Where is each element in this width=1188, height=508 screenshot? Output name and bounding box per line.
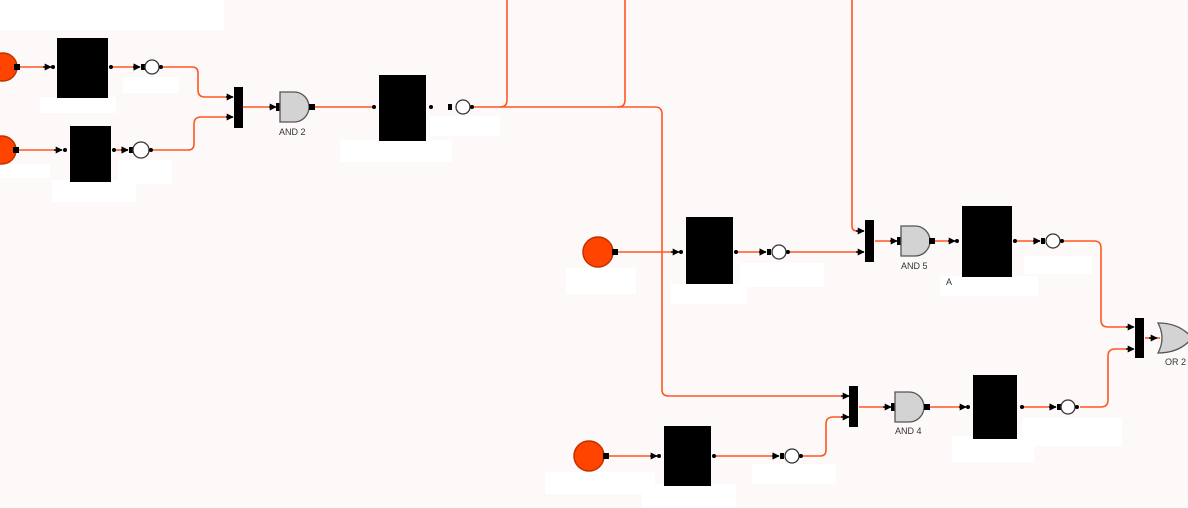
label-panel xyxy=(40,97,116,113)
probe[interactable] xyxy=(759,244,790,260)
wire[interactable] xyxy=(802,416,849,457)
probe[interactable] xyxy=(1049,399,1079,415)
component-block[interactable] xyxy=(664,426,711,486)
label-panel xyxy=(940,276,1038,296)
gate-label: AND 5 xyxy=(901,261,928,271)
port-dot xyxy=(63,148,67,152)
label-panel xyxy=(1024,256,1092,274)
label-panel xyxy=(545,472,655,494)
buses xyxy=(234,87,1144,427)
component-block[interactable] xyxy=(973,375,1017,439)
port-dot xyxy=(712,454,716,458)
label-panel xyxy=(430,116,500,136)
port-dot xyxy=(112,148,116,152)
wire[interactable] xyxy=(617,0,626,108)
port-dots xyxy=(51,65,1024,458)
wire[interactable] xyxy=(153,116,233,151)
probes xyxy=(121,59,1079,464)
gate-or2[interactable]: OR 2 xyxy=(1156,322,1188,367)
bus-bar[interactable] xyxy=(849,386,858,427)
gate-and4[interactable]: AND 4 xyxy=(891,391,930,436)
probe[interactable] xyxy=(121,141,153,159)
input-node-port xyxy=(612,249,618,255)
probe[interactable] xyxy=(448,99,474,115)
label-panel xyxy=(118,160,172,184)
port-dot xyxy=(679,250,683,254)
label-panels xyxy=(0,0,1122,508)
component-block[interactable] xyxy=(686,217,733,284)
bus-bar[interactable] xyxy=(1135,318,1144,358)
bus-arrows xyxy=(43,63,1158,460)
port-dot xyxy=(955,239,959,243)
input-node-port xyxy=(13,147,19,153)
component-block[interactable] xyxy=(57,38,108,98)
gate-label: OR 2 xyxy=(1165,357,1186,367)
port-dot xyxy=(372,105,376,109)
port-dot xyxy=(657,454,661,458)
component-block[interactable] xyxy=(962,206,1012,277)
probe[interactable] xyxy=(133,59,163,75)
port-dot xyxy=(734,250,738,254)
wire[interactable] xyxy=(851,0,864,232)
label-panel xyxy=(952,436,1034,462)
port-dot xyxy=(51,65,55,69)
port-dot xyxy=(429,105,433,109)
gate-and5[interactable]: AND 5 xyxy=(897,225,935,271)
label-panel xyxy=(123,77,179,93)
wire[interactable] xyxy=(499,0,508,108)
label-panel xyxy=(740,263,824,287)
gate-label: AND 4 xyxy=(895,426,922,436)
label-panel xyxy=(0,0,224,30)
wire[interactable] xyxy=(163,66,233,98)
wire[interactable] xyxy=(1064,240,1133,328)
port-dot xyxy=(1013,239,1017,243)
input-node-port xyxy=(14,64,20,70)
port-dot xyxy=(109,65,113,69)
component-block[interactable] xyxy=(70,126,111,182)
label-panel xyxy=(52,180,136,202)
blocks xyxy=(57,38,1017,486)
bus-bar[interactable] xyxy=(865,220,874,262)
bus-bar[interactable] xyxy=(234,87,243,128)
input-node-port xyxy=(603,453,609,459)
label-panel xyxy=(642,484,736,508)
label-panel xyxy=(340,140,452,162)
input-node[interactable] xyxy=(573,440,605,472)
port-dot xyxy=(966,405,970,409)
label-panel xyxy=(1022,418,1122,446)
probe[interactable] xyxy=(772,448,803,464)
probe[interactable] xyxy=(1033,233,1064,249)
input-node[interactable] xyxy=(582,236,614,268)
component-block[interactable] xyxy=(379,75,426,141)
partial-label: A xyxy=(946,277,952,287)
port-dot xyxy=(1020,405,1024,409)
label-panel xyxy=(0,164,50,178)
label-panel xyxy=(671,284,747,304)
label-panel xyxy=(566,268,636,294)
input-nodes xyxy=(0,52,618,472)
label-panel xyxy=(752,464,836,484)
gate-label: AND 2 xyxy=(279,127,306,137)
wire[interactable] xyxy=(1080,348,1133,408)
gate-and2[interactable]: AND 2 xyxy=(276,91,315,137)
